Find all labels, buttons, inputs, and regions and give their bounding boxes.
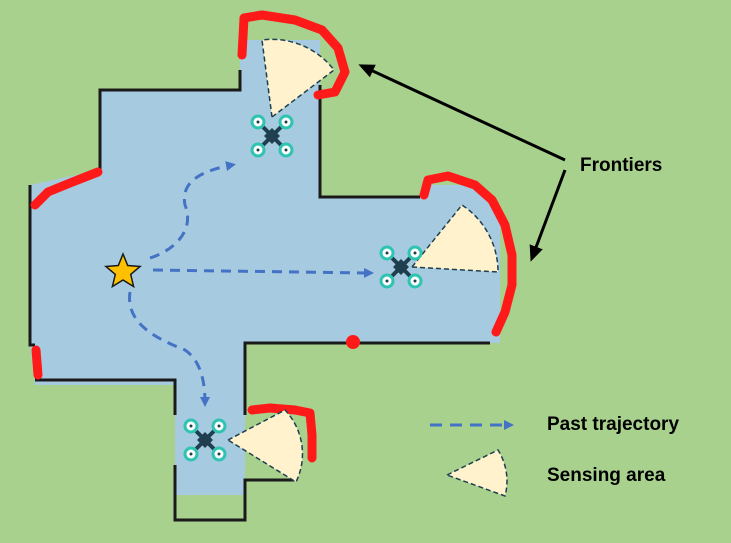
- sensing-area-top: [261, 38, 336, 119]
- frontiers-callout: [358, 64, 567, 262]
- frontier-spot: [346, 335, 360, 349]
- sensing-area-bottom: [226, 409, 304, 484]
- legend-past-trajectory-label: Past trajectory: [547, 414, 679, 435]
- callout-arrow-top: [358, 64, 566, 162]
- legend: Past trajectory Sensing area: [430, 414, 679, 497]
- frontier-left: [30, 167, 103, 210]
- frontier-right: [419, 171, 517, 337]
- legend-sensing-area-label: Sensing area: [547, 465, 666, 486]
- trajectory-to-top: [149, 161, 236, 260]
- trajectory-to-right: [152, 267, 374, 278]
- frontier-bottom: [247, 403, 317, 463]
- start-star-icon: [104, 252, 142, 289]
- sensing-area-right: [410, 203, 499, 273]
- frontier-top: [237, 10, 350, 100]
- callout-arrow-right: [529, 169, 567, 262]
- frontier-bottom-left: [31, 345, 43, 380]
- walls: [28, 70, 490, 522]
- trajectory-to-bottom: [128, 291, 210, 407]
- sensing-areas: [226, 38, 499, 484]
- sector-icon: [445, 449, 508, 497]
- past-trajectories: [128, 161, 374, 407]
- frontiers-label: Frontiers: [580, 155, 662, 176]
- frontier-regions: [30, 10, 517, 463]
